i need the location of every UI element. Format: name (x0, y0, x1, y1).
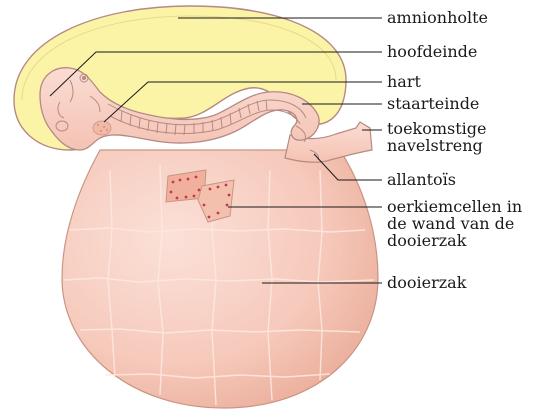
label-hoofdeinde: hoofdeinde (387, 44, 477, 60)
label-oerkiemcellen-line1: oerkiemcellen in (387, 199, 522, 215)
label-dooierzak: dooierzak (387, 275, 466, 291)
label-navelstreng-line1: toekomstige (387, 121, 487, 137)
heart-shape (93, 121, 111, 135)
label-staarteinde: staarteinde (387, 96, 479, 112)
label-allantois: allantoïs (387, 172, 456, 188)
label-amnionholte: amnionholte (387, 10, 488, 26)
label-navelstreng-line2: navelstreng (387, 138, 483, 154)
label-oerkiemcellen-line3: dooierzak (387, 233, 466, 249)
label-hart: hart (387, 74, 421, 90)
label-oerkiemcellen-line2: de wand van de (387, 216, 514, 232)
